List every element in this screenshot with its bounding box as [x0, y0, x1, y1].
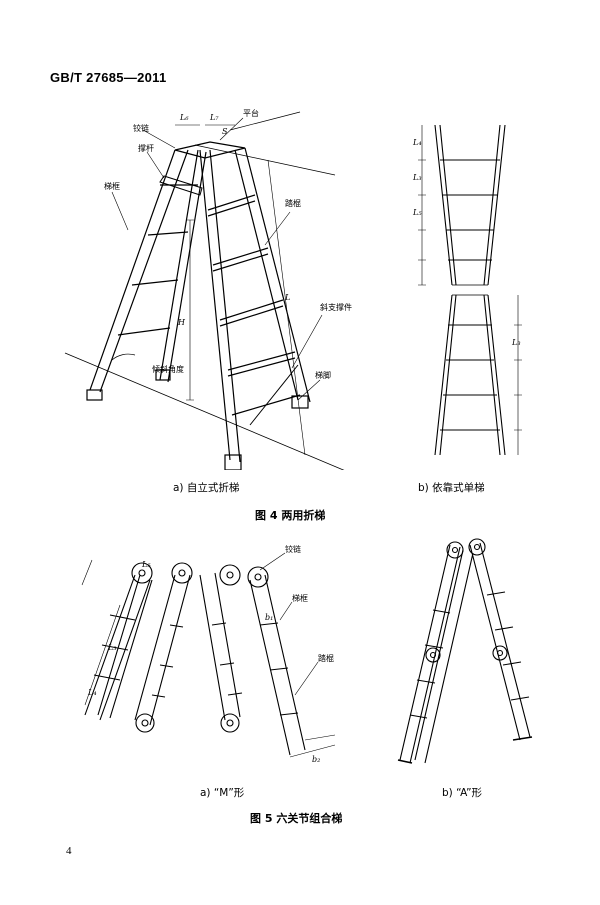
dim-l5: L₅	[412, 208, 422, 217]
dim-l3-upper: L₃	[412, 173, 422, 182]
figure-4a-drawing: 铰链 平台 撑杆 梯框 踏棍 斜支撑件 梯脚 倾斜角度 L₆ L₇ S L H	[64, 108, 352, 470]
page-number: 4	[66, 845, 72, 857]
label-tilt-angle: 倾斜角度	[152, 364, 184, 374]
dim-l3-lower: L₃	[511, 338, 521, 347]
dim-l: L	[284, 293, 290, 302]
label-brace: 斜支撑件	[320, 302, 352, 312]
dim-b1: b₁	[265, 613, 273, 622]
label-hinge: 铰链	[133, 123, 149, 133]
caption-figure-5a: a) “M”形	[200, 787, 245, 799]
label-stile: 梯框	[104, 181, 120, 191]
figure-5b-drawing	[397, 538, 533, 764]
figure-5-title: 图 5 六关节组合梯	[250, 812, 343, 825]
label-foot: 梯脚	[315, 370, 331, 380]
dim-l3-5a: L₃	[107, 643, 117, 652]
label-stile-5a: 梯框	[292, 593, 308, 603]
dim-l4-5a: L₄	[87, 688, 97, 697]
caption-figure-4b: b) 依靠式单梯	[418, 482, 485, 494]
figure-4b-drawing: L₄ L₃ L₅ L₃	[412, 124, 522, 456]
dim-l5-5a: L₅	[141, 560, 151, 569]
label-tread: 踏棍	[285, 198, 301, 208]
figure-5a-drawing: 铰链 梯框 踏棍 L₅ L₃ L₄ b₁ b₂	[81, 545, 336, 764]
figure-4-title: 图 4 两用折梯	[255, 509, 326, 522]
dim-l7: L₇	[209, 113, 219, 122]
dim-l4-upper: L₄	[412, 138, 422, 147]
label-platform: 平台	[243, 108, 259, 118]
label-tread-5a: 踏棍	[318, 653, 334, 663]
caption-figure-4a: a) 自立式折梯	[173, 482, 240, 494]
label-stay-bar: 撑杆	[138, 143, 154, 153]
dim-l6: L₆	[179, 113, 189, 122]
standard-code: GB/T 27685—2011	[50, 70, 167, 85]
label-hinge-5a: 铰链	[285, 545, 301, 554]
dim-s: S	[222, 127, 228, 136]
dim-h: H	[177, 318, 186, 327]
dim-b2: b₂	[312, 755, 320, 764]
caption-figure-5b: b) “A”形	[442, 787, 483, 799]
